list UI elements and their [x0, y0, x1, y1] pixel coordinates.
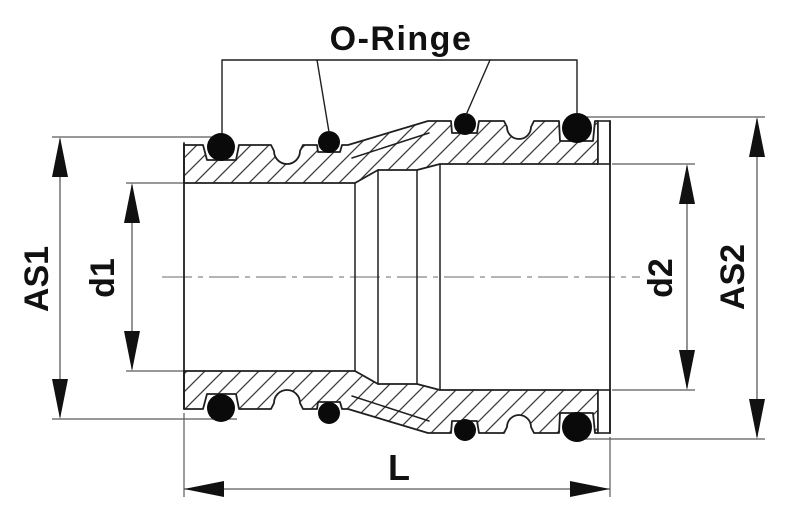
arrowhead-up-icon — [52, 137, 68, 177]
arrowhead-down-icon — [52, 379, 68, 419]
drawing-title: O-Ringe — [330, 20, 473, 58]
arrowhead-left-icon — [184, 481, 224, 497]
cone-edge-line — [351, 395, 430, 422]
fitting-lower-wall-section — [183, 370, 599, 434]
arrowhead-up-icon — [124, 183, 140, 223]
o-rings — [207, 113, 592, 442]
o-ring — [207, 394, 235, 422]
dim-label-as1: AS1 — [18, 246, 56, 312]
arrowhead-down-icon — [679, 350, 695, 390]
o-ring — [562, 113, 592, 143]
arrowhead-right-icon — [570, 481, 610, 497]
dimension-as2: AS2 — [584, 116, 765, 440]
o-ring-callout: O-Ringe — [221, 20, 578, 134]
cone-edge-line — [351, 132, 430, 159]
o-ring — [318, 131, 340, 153]
o-ring — [562, 412, 592, 442]
dim-label-d1: d1 — [84, 258, 122, 298]
o-ring-leader-line — [465, 59, 491, 116]
dimension-d2: d2 — [612, 163, 695, 391]
arrowhead-up-icon — [749, 117, 765, 157]
fitting-cross-section — [183, 113, 611, 442]
o-ring — [454, 419, 476, 441]
dim-label-d2: d2 — [642, 258, 680, 298]
right-end-chamfer — [597, 389, 611, 434]
dimension-d1: d1 — [84, 182, 184, 372]
dim-label-as2: AS2 — [714, 244, 752, 310]
arrowhead-down-icon — [749, 399, 765, 439]
arrowhead-up-icon — [679, 164, 695, 204]
o-ring-leader-bracket — [221, 59, 578, 134]
o-ring-leader-line — [316, 59, 330, 133]
dimension-length: L — [183, 413, 611, 497]
o-ring — [454, 113, 476, 135]
fitting-upper-wall-section — [183, 120, 599, 184]
bore-step-lines — [354, 163, 441, 391]
dim-label-length: L — [388, 447, 410, 488]
right-end-chamfer — [597, 120, 611, 165]
arrowhead-down-icon — [124, 331, 140, 371]
o-ring — [318, 402, 340, 424]
dimension-as1: AS1 — [18, 136, 237, 420]
o-ring — [207, 133, 235, 161]
